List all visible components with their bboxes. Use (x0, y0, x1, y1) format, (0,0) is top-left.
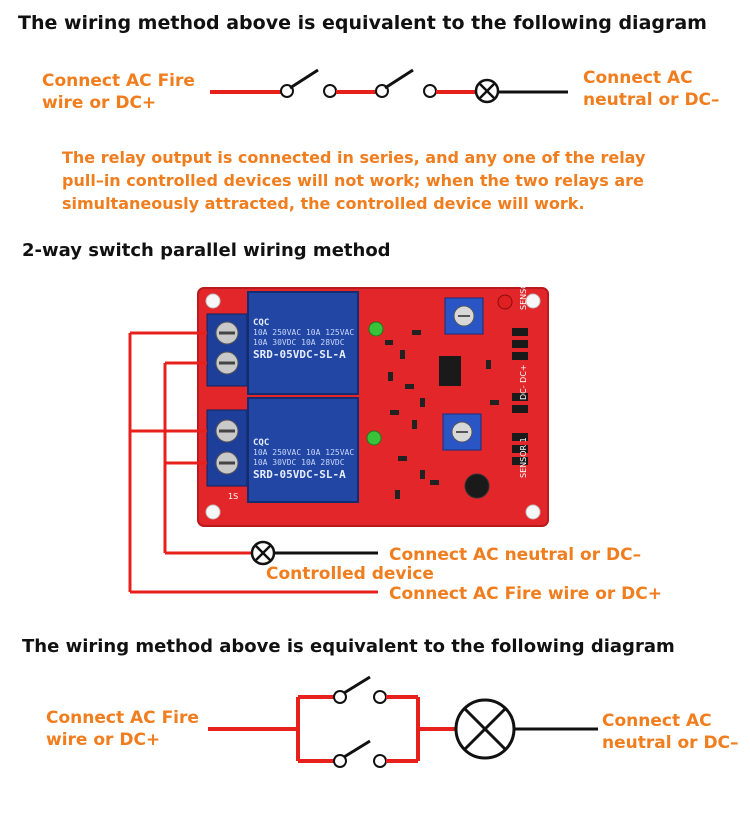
series-left-label-line2: wire or DC+ (42, 93, 157, 113)
relay-bottom-rating1: 10A 250VAC 10A 125VAC (253, 448, 355, 457)
pswitch2-contact-a (333, 754, 347, 768)
relay-bottom-rating2: 10A 30VDC 10A 28VDC (253, 458, 345, 467)
series-left-label-line1: Connect AC Fire (42, 71, 195, 91)
bottom-heading: The wiring method above is equivalent to… (22, 636, 675, 657)
led-green-top (368, 321, 384, 337)
parallel-right-label-line1: Connect AC (602, 711, 712, 731)
series-right-label: Connect AC neutral or DC– (583, 67, 720, 111)
switch2-contact-b (423, 84, 437, 98)
led-green-bottom (366, 430, 382, 446)
silk-sensor2: SENSOR 2 (519, 269, 528, 310)
terminal-block-bottom (206, 409, 248, 487)
relay-top-model: SRD-05VDC-SL-A (253, 348, 346, 361)
series-right-label-line2: neutral or DC– (583, 90, 720, 110)
parallel-wiring (128, 331, 378, 594)
parallel-right-label: Connect AC neutral or DC– (602, 710, 739, 754)
switch2-blade (384, 68, 414, 90)
parallel-left-label: Connect AC Fire wire or DC+ (46, 707, 199, 751)
relay-board (197, 287, 549, 527)
parallel-fire-label: Connect AC Fire wire or DC+ (389, 584, 663, 604)
relay-top-label: CQC 10A 250VAC 10A 125VAC 10A 30VDC 10A … (253, 318, 355, 360)
parallel-right-label-line2: neutral or DC– (602, 733, 739, 753)
switch1-blade (289, 68, 319, 90)
led-red-power (497, 294, 513, 310)
silk-sensor1: SENSOR 1 (519, 437, 528, 478)
parallel-left-label-line1: Connect AC Fire (46, 708, 199, 728)
relay-bottom-cert: CQC (253, 438, 270, 448)
silk-dc: DC- DC+ (519, 364, 528, 400)
pswitch1-blade (343, 675, 371, 695)
top-heading: The wiring method above is equivalent to… (18, 12, 707, 34)
pswitch2-contact-b (373, 754, 387, 768)
ic-chip (439, 356, 461, 386)
series-note: The relay output is connected in series,… (62, 146, 645, 215)
relay-top-rating2: 10A 30VDC 10A 28VDC (253, 338, 345, 347)
relay-bottom-body (247, 397, 359, 503)
silk-1s: 1S (228, 492, 239, 501)
terminal-block-top (206, 313, 248, 387)
series-circuit (210, 68, 568, 104)
relay-bottom-label: CQC 10A 250VAC 10A 125VAC 10A 30VDC 10A … (253, 438, 355, 480)
series-note-line1: The relay output is connected in series,… (62, 148, 646, 167)
dc-header (512, 393, 528, 413)
capacitor (464, 473, 490, 499)
relay-bottom-model: SRD-05VDC-SL-A (253, 468, 346, 481)
series-note-line2: pull–in controlled devices will not work… (62, 171, 644, 190)
parallel-left-label-line2: wire or DC+ (46, 730, 161, 750)
switch1-contact-b (323, 84, 337, 98)
parallel-heading: 2-way switch parallel wiring method (22, 240, 391, 261)
series-left-label: Connect AC Fire wire or DC+ (42, 70, 195, 114)
relay-top-rating1: 10A 250VAC 10A 125VAC (253, 328, 355, 337)
relay-top-body (247, 291, 359, 395)
series-right-label-line1: Connect AC (583, 68, 693, 88)
parallel-neutral-label: Connect AC neutral or DC– (389, 545, 642, 565)
parallel-device-label: Controlled device (266, 564, 434, 584)
sensor1-header (512, 433, 528, 465)
sensor2-header (512, 328, 528, 360)
relay-top-cert: CQC (253, 318, 270, 328)
pswitch1-contact-b (373, 690, 387, 704)
pswitch2-blade (343, 739, 371, 759)
series-note-line3: simultaneously attracted, the controlled… (62, 194, 585, 213)
pswitch1-contact-a (333, 690, 347, 704)
parallel-circuit (208, 675, 598, 768)
